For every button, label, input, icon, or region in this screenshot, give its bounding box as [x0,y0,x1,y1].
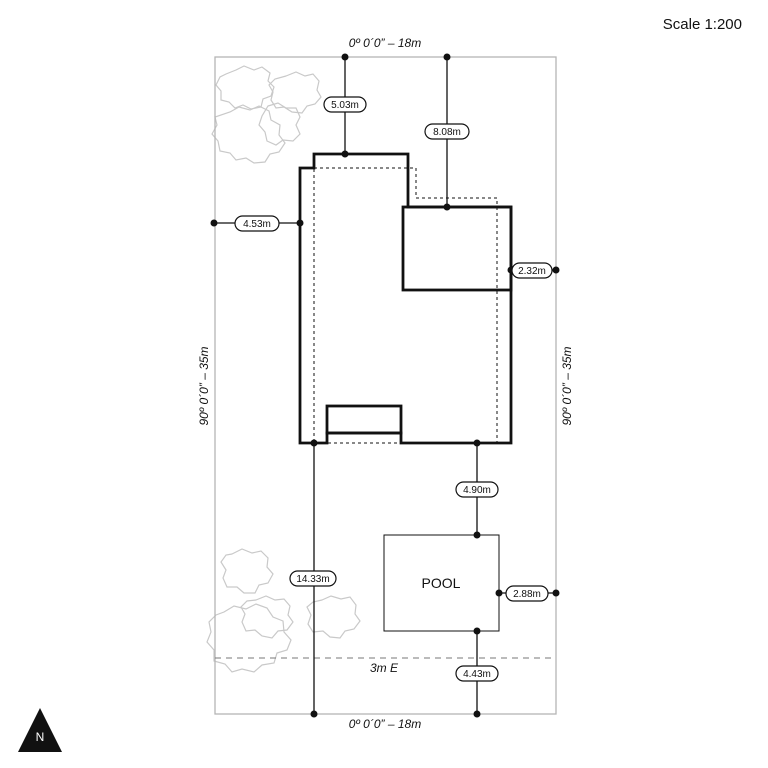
dim-tag-rear-house: 4.90m [455,481,499,498]
easement-label: 3m E [370,661,399,675]
tree-canopy [268,71,322,114]
tree-canopy [220,548,274,594]
svg-text:2.88m: 2.88m [513,589,541,600]
trees-bottom-left [206,548,361,673]
dim-tag-pool-right: 2.88m [505,585,549,602]
trees-top-left [211,65,322,164]
svg-text:14.33m: 14.33m [296,574,329,585]
dim-tag-pool-bottom: 4.43m [455,665,499,682]
boundary-left-label: 90º 0´0” – 35m [197,346,211,425]
dimension-endpoints [210,53,560,718]
svg-text:5.03m: 5.03m [331,100,359,111]
pool [383,534,500,632]
dim-tag-top-right: 8.08m [424,123,470,140]
svg-text:4.43m: 4.43m [463,669,491,680]
tree-canopy [240,595,294,639]
svg-text:2.32m: 2.32m [518,266,546,277]
scale-label: Scale 1:200 [662,16,742,33]
house-outline [298,152,513,445]
tree-canopy [206,603,292,673]
tree-canopy [258,102,301,146]
tree-canopy [211,105,286,164]
boundary-right-label: 90º 0´0” – 35m [560,346,574,425]
tree-canopy [306,595,361,639]
dim-tag-top-left: 5.03m [323,96,367,113]
house-wing [401,205,513,292]
svg-text:N: N [36,730,45,744]
house-deck [325,404,403,435]
pool-label: POOL [422,575,461,591]
house-eave-outline [313,167,498,444]
svg-text:4.53m: 4.53m [243,219,271,230]
svg-text:8.08m: 8.08m [433,127,461,138]
boundary-bottom-label: 0º 0´0” – 18m [349,717,421,731]
dim-tag-long-left: 14.33m [289,570,337,587]
tree-canopy [215,65,275,110]
dim-tag-left: 4.53m [234,215,280,232]
site-boundary [214,56,557,715]
dim-tag-right: 2.32m [511,262,553,279]
boundary-top-label: 0º 0´0” – 18m [349,36,421,50]
svg-text:4.90m: 4.90m [463,485,491,496]
north-arrow-icon: N [18,708,62,752]
